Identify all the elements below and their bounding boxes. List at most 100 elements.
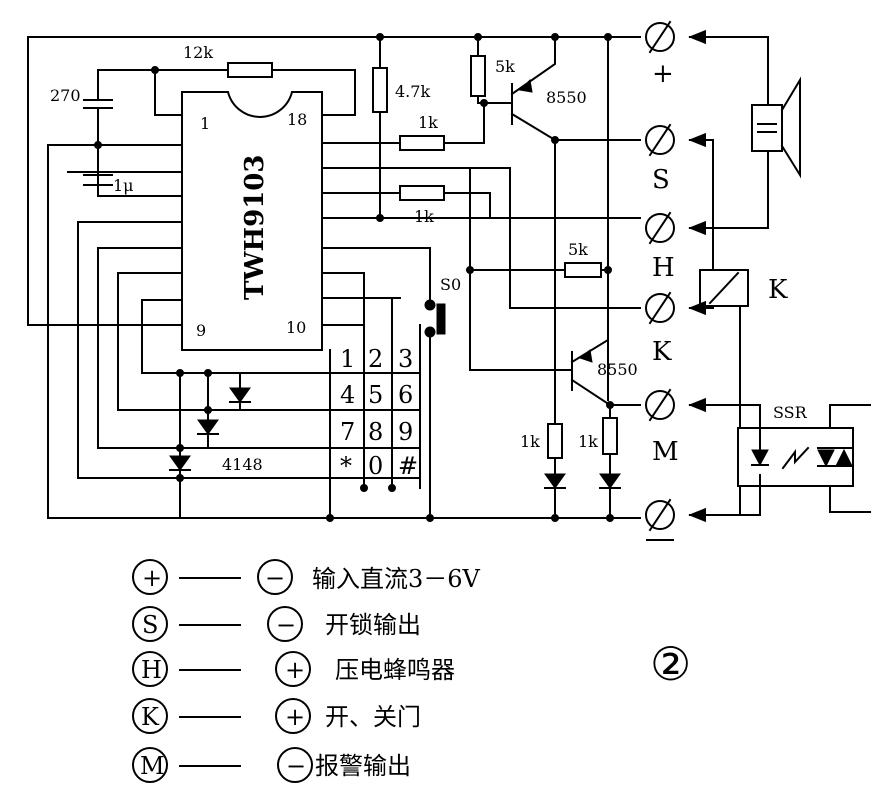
node-s0-gnd [426, 514, 434, 522]
legend-row-h: H + 压电蜂鸣器 [132, 651, 455, 687]
node-47k [376, 33, 384, 41]
capacitor-270 [83, 99, 113, 109]
wire-5k-base [477, 95, 513, 104]
terminal-s[interactable] [645, 123, 675, 157]
label-4148: 4148 [222, 455, 263, 474]
speaker-icon [751, 76, 801, 179]
matrix-row-3 [97, 247, 421, 449]
node-led2 [606, 514, 614, 522]
label-8550-bottom: 8550 [597, 360, 638, 379]
resistor-12k [227, 62, 273, 78]
terminal-label-m: M [652, 437, 679, 467]
label-1k-d: 1k [578, 432, 598, 451]
label-5k-mid: 5k [568, 240, 588, 259]
pin-1-label: 1 [200, 114, 210, 133]
key-hash[interactable]: # [398, 452, 418, 480]
led-1 [544, 473, 566, 489]
label-1k-b: 1k [414, 207, 434, 226]
ssr-module [737, 404, 854, 516]
node-kp-2 [388, 484, 396, 492]
legend-text-h: 压电蜂鸣器 [335, 656, 455, 684]
key-7[interactable]: 7 [340, 418, 355, 446]
key-4[interactable]: 4 [340, 381, 355, 409]
key-star[interactable]: * [340, 452, 352, 480]
terminal-label-k: K [652, 337, 672, 367]
node-q1-c [551, 136, 559, 144]
label-1k-c: 1k [520, 432, 540, 451]
resistor-4.7k [372, 67, 388, 113]
label-1k-a: 1k [418, 113, 438, 132]
legend-text-m: 报警输出 [315, 752, 411, 780]
key-0[interactable]: 0 [368, 452, 383, 480]
legend-row-plus: + − 输入直流3－6V [132, 559, 481, 595]
label-270: 270 [50, 86, 81, 105]
legend-row-k: K + 开、关门 [132, 698, 421, 734]
legend-symbol-s: S [142, 611, 158, 639]
pin-18-label: 18 [287, 110, 307, 129]
label-s0: S0 [440, 275, 461, 294]
q2-collector [570, 378, 612, 407]
wire-1k-b [443, 192, 491, 219]
terminal-h[interactable] [645, 211, 675, 245]
terminal-minus[interactable] [645, 498, 675, 532]
legend: + − 输入直流3－6V S − 开锁输出 H + 压电蜂鸣器 K [132, 559, 481, 783]
label-4.7k: 4.7k [395, 82, 430, 101]
node-5k-mid [466, 266, 474, 274]
relay-k [699, 269, 749, 307]
wire-12k-right [271, 69, 356, 116]
key-9[interactable]: 9 [398, 418, 413, 446]
led-1-bar [544, 487, 566, 519]
node-d2 [204, 369, 212, 377]
legend-text-s: 开锁输出 [325, 611, 421, 639]
ssr-label: SSR [773, 403, 808, 422]
ic-twh9103: 1 18 9 10 TWH9103 [181, 91, 323, 351]
legend-symbol-k: K [141, 703, 160, 731]
matrix-row-4 [77, 221, 421, 479]
matrix-row-2 [117, 272, 421, 411]
legend-symbol-plus: + [142, 564, 162, 592]
ssr-load-top [829, 404, 871, 429]
terminal-plus[interactable] [645, 20, 675, 54]
arrow-k [688, 300, 714, 316]
wire-1k-a-to-base [443, 102, 485, 144]
wire-q2-base [469, 167, 573, 371]
key-1[interactable]: 1 [340, 345, 355, 373]
node-47k-b [376, 214, 384, 222]
legend-polarity-k: + [285, 703, 305, 731]
led-2-bar [599, 487, 621, 519]
matrix-row-1 [141, 299, 421, 374]
pin-9-label: 9 [196, 321, 206, 340]
key-3[interactable]: 3 [398, 345, 413, 373]
left-rail-to-pin9 [27, 36, 183, 326]
wire-12k-to-pin1 [97, 69, 183, 116]
label-1u: 1μ [113, 176, 134, 195]
label-5k-top: 5k [495, 57, 515, 76]
keypad: 1 2 3 4 5 6 7 8 9 * 0 # [329, 272, 421, 519]
legend-symbol-h: H [141, 656, 162, 684]
node-d3 [204, 406, 212, 414]
terminal-k[interactable] [645, 291, 675, 325]
figure-number: ② [650, 637, 691, 691]
key-8[interactable]: 8 [368, 418, 383, 446]
q1-collector [510, 112, 557, 142]
arrow-minus-relay [688, 305, 741, 523]
key-2[interactable]: 2 [368, 345, 383, 373]
legend-text-plus: 输入直流3－6V [312, 565, 481, 593]
switch-s0[interactable]: S0 [424, 275, 461, 519]
node-d1 [176, 369, 184, 377]
transistor-8550-bottom [570, 269, 612, 407]
legend-polarity-m: − [286, 752, 306, 780]
arrow-h [688, 150, 769, 236]
q1-emitter [510, 36, 556, 96]
transistor-8550-top [510, 36, 557, 142]
node-5k [474, 33, 482, 41]
pin-wire-s0 [321, 247, 431, 301]
key-5[interactable]: 5 [368, 381, 383, 409]
terminal-m[interactable] [645, 388, 675, 422]
resistor-5k-mid [564, 262, 602, 278]
key-6[interactable]: 6 [398, 381, 413, 409]
node-d4 [176, 444, 184, 452]
s0-contact-2 [424, 326, 436, 338]
legend-polarity-h: + [285, 656, 305, 684]
legend-polarity-plus: − [265, 564, 285, 592]
